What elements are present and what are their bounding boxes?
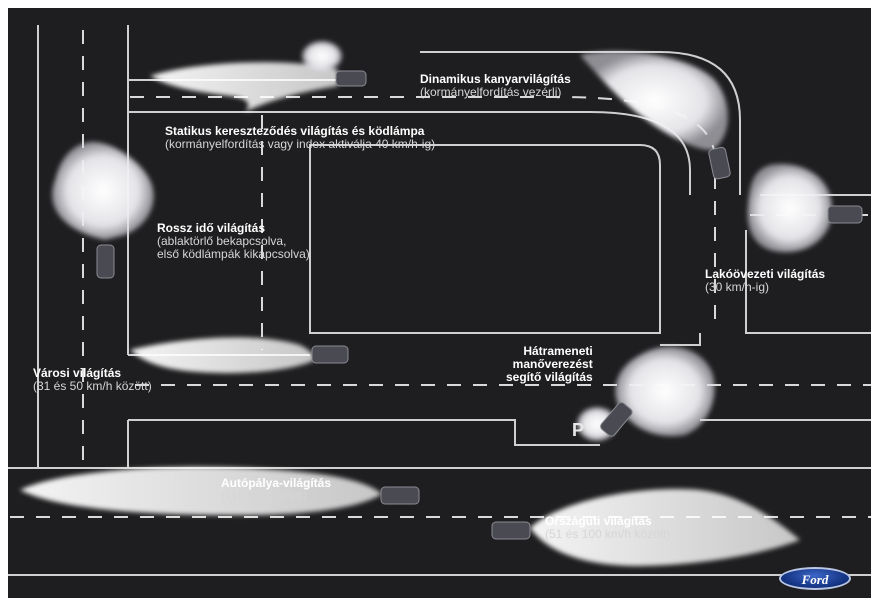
- parking-sign: P: [572, 420, 585, 440]
- label-weather-sub-1: (ablaktörlő bekapcsolva,: [157, 234, 287, 248]
- light-beams: [20, 41, 833, 566]
- label-reverse: Hátrameneti manőverezést segítő világítá…: [506, 345, 593, 384]
- label-motorway-sub: (110 km/h felett): [221, 489, 307, 503]
- car-static: [335, 70, 367, 87]
- label-adverse-weather: Rossz idő világítás (ablaktörlő bekapcso…: [157, 222, 310, 261]
- label-city: Városi világítás (31 és 50 km/h között): [33, 367, 152, 393]
- ford-logo: Ford: [779, 567, 851, 590]
- label-country-road: Országúti világítás (51 és 100 km/h közö…: [545, 515, 670, 541]
- label-static-intersection: Statikus kereszteződés világítás és ködl…: [165, 125, 435, 151]
- beam-static-intersection: [150, 62, 338, 112]
- beam-country: [530, 489, 800, 566]
- label-city-title: Városi világítás: [33, 366, 122, 380]
- label-static-sub: (kormányelfordítás vagy index aktiválja …: [165, 137, 436, 151]
- car-bend: [708, 146, 731, 180]
- label-dynamic-sub: (kormányelfordítás vezérli): [420, 85, 562, 99]
- label-reverse-line-2: manőverezést: [512, 357, 593, 371]
- label-reverse-line-3: segítő világítás: [506, 370, 593, 384]
- beam-residential: [747, 164, 833, 253]
- label-city-sub: (31 és 50 km/h között): [33, 379, 152, 393]
- car-residential: [827, 205, 863, 224]
- label-residential: Lakóövezeti világítás (30 km/h-ig): [705, 268, 825, 294]
- beam-adverse-weather: [52, 141, 154, 240]
- car-motorway: [380, 486, 420, 505]
- beam-reverse-a: [615, 346, 715, 437]
- label-residential-title: Lakóövezeti világítás: [705, 267, 826, 281]
- label-reverse-line-1: Hátrameneti: [523, 344, 593, 358]
- beam-city: [130, 337, 315, 374]
- car-weather: [96, 244, 115, 279]
- beam-motorway: [20, 466, 382, 516]
- label-country-sub: (51 és 100 km/h között): [545, 527, 671, 541]
- label-static-title: Statikus kereszteződés világítás és ködl…: [165, 124, 425, 138]
- label-weather-sub-2: első ködlámpák kikapcsolva): [157, 247, 310, 261]
- car-city: [311, 345, 349, 364]
- label-residential-sub: (30 km/h-ig): [705, 280, 770, 294]
- label-country-title: Országúti világítás: [545, 514, 652, 528]
- label-motorway-title: Autópálya-világítás: [221, 476, 332, 490]
- ford-logo-text: Ford: [801, 572, 829, 587]
- cars: [96, 70, 863, 540]
- label-weather-title: Rossz idő világítás: [157, 221, 266, 235]
- beam-fog-lamp: [302, 41, 342, 71]
- car-reverse: [600, 401, 633, 437]
- label-dynamic-bend: Dinamikus kanyarvilágítás (kormányelford…: [420, 73, 571, 99]
- label-motorway: Autópálya-világítás (110 km/h felett): [221, 477, 331, 503]
- car-country: [491, 521, 531, 540]
- beam-dynamic-bend: [580, 51, 728, 150]
- label-dynamic-title: Dinamikus kanyarvilágítás: [420, 72, 571, 86]
